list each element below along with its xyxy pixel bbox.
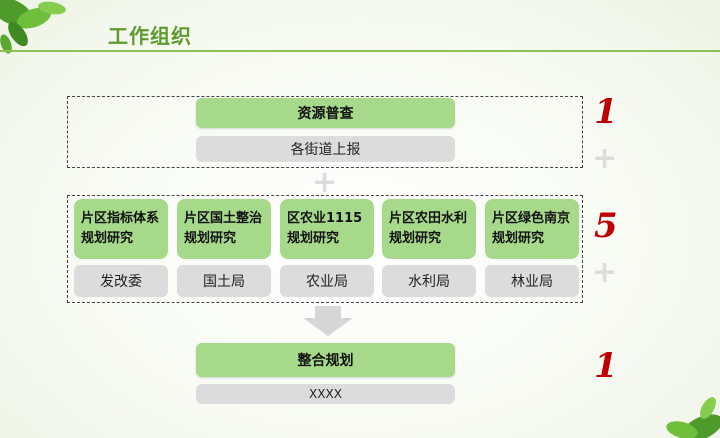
leaf-decoration-icon — [0, 0, 66, 54]
card-dept-shuiliju: 水利局 — [382, 265, 476, 297]
plus-icon: + — [592, 141, 618, 176]
title-divider — [0, 50, 720, 52]
stage1-sub-box: 各街道上报 — [196, 136, 455, 162]
leaf-decoration-icon — [666, 397, 720, 438]
card-dept-guotuju: 国土局 — [177, 265, 271, 297]
down-arrow-icon — [303, 306, 353, 336]
stage1-container — [67, 96, 583, 168]
page-title: 工作组织 — [108, 24, 192, 48]
stage1-main-box: 资源普查 — [196, 98, 455, 128]
card-dept-nongyeju: 农业局 — [280, 265, 374, 297]
stage2-count: 5 — [594, 206, 618, 246]
stage3-sub-box: XXXX — [196, 384, 455, 404]
stage2-container — [67, 195, 583, 303]
card-dept-fagaiwei: 发改委 — [74, 265, 168, 297]
card-title-shuiliju: 片区农田水利规划研究 — [382, 199, 476, 259]
plus-icon: + — [592, 255, 618, 290]
stage3-main-box: 整合规划 — [196, 343, 455, 377]
stage1-count: 1 — [594, 92, 618, 132]
card-title-fagaiwei: 片区指标体系规划研究 — [74, 199, 168, 259]
card-title-nongyeju: 区农业1115规划研究 — [280, 199, 374, 259]
card-dept-linyeju: 林业局 — [485, 265, 579, 297]
card-title-guotuju: 片区国土整治规划研究 — [177, 199, 271, 259]
plus-icon: + — [312, 165, 338, 200]
stage3-count: 1 — [594, 346, 618, 386]
card-title-linyeju: 片区绿色南京规划研究 — [485, 199, 579, 259]
